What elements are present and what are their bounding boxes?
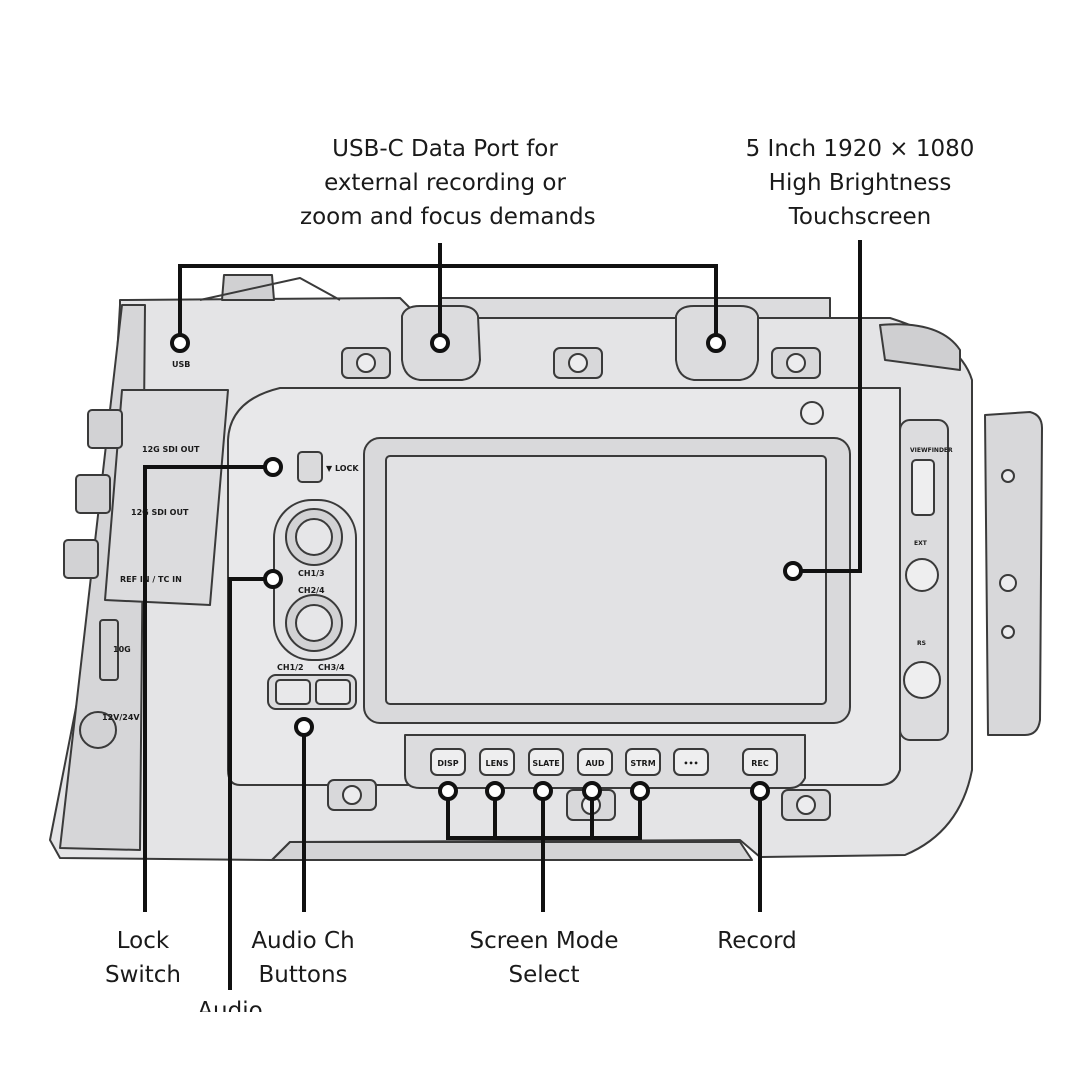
- audio-leader: [228, 577, 266, 990]
- ch12-button: [275, 679, 311, 705]
- lock-callout: Lock Switch: [104, 928, 182, 988]
- usb-marker-mid: [430, 333, 450, 353]
- button-label: LENS: [485, 759, 508, 768]
- side-grip: [984, 411, 1043, 736]
- button-label: STRM: [630, 759, 655, 768]
- right-handle: [879, 323, 961, 371]
- screen-mode-callout: Screen Mode Select: [469, 928, 619, 988]
- ext-label: EXT: [914, 540, 928, 547]
- sdi-b-label: 12G SDI OUT: [131, 508, 189, 517]
- audio-ch-callout: Audio Ch Buttons: [251, 928, 355, 988]
- connector-housing: [104, 389, 229, 606]
- button-label: SLATE: [532, 759, 559, 768]
- strm-marker: [630, 781, 650, 801]
- record-button-label: REC: [751, 759, 769, 768]
- button-label: DISP: [437, 759, 458, 768]
- lens-marker: [485, 781, 505, 801]
- top-rail: [439, 297, 831, 319]
- audio-ch-marker: [294, 717, 314, 737]
- touchscreen-leader: [800, 240, 862, 573]
- screen-mode-leader: [446, 798, 642, 912]
- audio-marker: [263, 569, 283, 589]
- button-label: AUD: [585, 759, 604, 768]
- button-strm-body[interactable]: [625, 748, 661, 776]
- usb-callout: USB-C Data Port for external recording o…: [300, 136, 596, 230]
- tenG-label: 10G: [113, 645, 131, 654]
- record-marker: [750, 781, 770, 801]
- lock-label: ▼ LOCK: [326, 464, 359, 473]
- touchscreen-marker: [783, 561, 803, 581]
- bottom-crop: [0, 1012, 1080, 1080]
- ref-label: REF IN / TC IN: [120, 575, 182, 584]
- ch13-label: CH1/3: [298, 569, 325, 578]
- touchscreen: [385, 455, 827, 705]
- ch24-label: CH2/4: [298, 586, 325, 595]
- aud-marker: [582, 781, 602, 801]
- button-slate-body[interactable]: [528, 748, 564, 776]
- button-label: •••: [683, 759, 698, 768]
- viewfinder-label: VIEWFINDER: [910, 447, 953, 454]
- power-label: 12V/24V: [102, 713, 140, 722]
- button-disp-body[interactable]: [430, 748, 466, 776]
- usb-marker-left: [170, 333, 190, 353]
- slate-marker: [533, 781, 553, 801]
- rs-label: RS: [917, 640, 926, 647]
- disp-marker: [438, 781, 458, 801]
- button-lens-body[interactable]: [479, 748, 515, 776]
- screen-mode-buttons: DISP LENS SLATE AUD STRM ••• REC: [430, 748, 778, 776]
- button-aud-body[interactable]: [577, 748, 613, 776]
- lock-marker: [263, 457, 283, 477]
- record-button[interactable]: [742, 748, 778, 776]
- top-knob: [221, 274, 275, 301]
- record-callout: Record: [717, 928, 797, 954]
- ch34-button: [315, 679, 351, 705]
- usb-port-label: USB: [172, 360, 190, 369]
- sdi-a-label: 12G SDI OUT: [142, 445, 200, 454]
- lock-leader: [143, 465, 266, 912]
- touchscreen-callout: 5 Inch 1920 × 1080 High Brightness Touch…: [745, 136, 975, 230]
- button--body[interactable]: [673, 748, 709, 776]
- ch12-label: CH1/2: [277, 663, 304, 672]
- usb-leader: [178, 264, 718, 343]
- ch34-label: CH3/4: [318, 663, 345, 672]
- usb-marker-right: [706, 333, 726, 353]
